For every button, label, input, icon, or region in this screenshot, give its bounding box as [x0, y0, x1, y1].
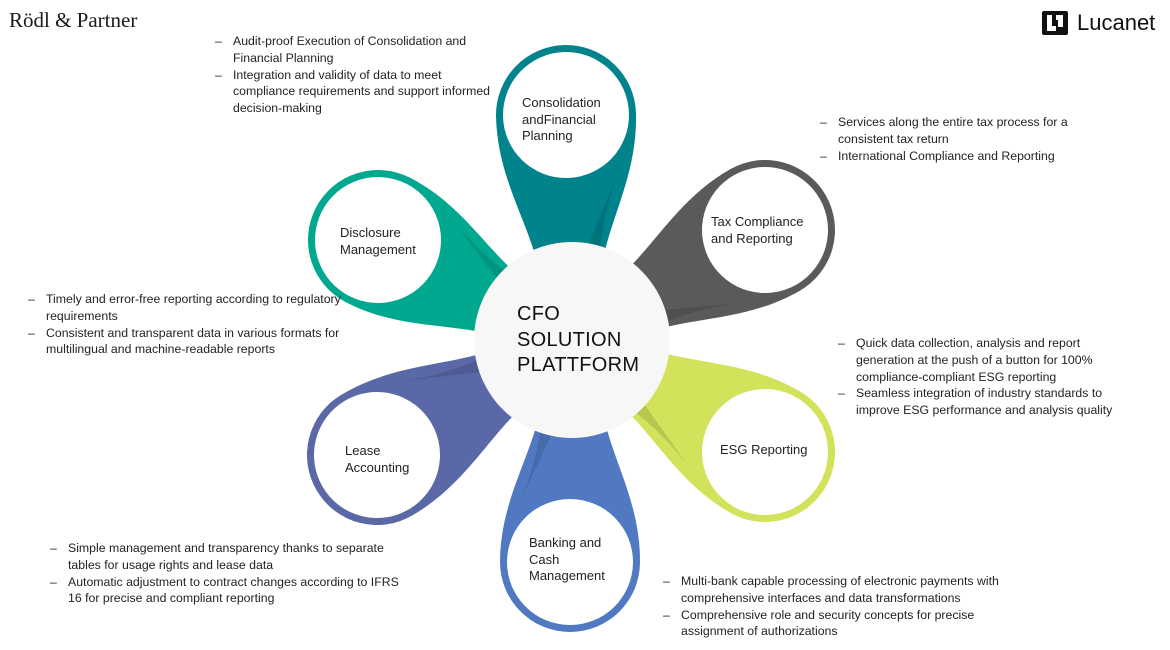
bullet-item: Quick data collection, analysis and repo… [838, 335, 1138, 385]
petal-inner-circle [314, 392, 440, 518]
bullet-item: Services along the entire tax process fo… [820, 114, 1090, 148]
center-circle [474, 242, 670, 438]
bullet-item: International Compliance and Reporting [820, 148, 1090, 165]
bullet-item: Automatic adjustment to contract changes… [50, 574, 410, 608]
petal-label-banking: Banking and Cash Management [529, 535, 605, 583]
petal-banking [500, 379, 640, 632]
bullet-item: Comprehensive role and security concepts… [663, 607, 1013, 641]
bullet-item: Integration and validity of data to meet… [215, 67, 490, 117]
lucanet-mark-icon [1042, 11, 1068, 35]
bullet-item: Multi-bank capable processing of electro… [663, 573, 1013, 607]
bullet-item: Consistent and transparent data in vario… [28, 325, 343, 359]
petal-label-lease: Lease Accounting [345, 443, 410, 475]
bullets-consolidation: Audit-proof Execution of Consolidation a… [215, 33, 490, 117]
bullets-banking: Multi-bank capable processing of electro… [663, 573, 1013, 640]
petal-inner-circle [315, 177, 441, 303]
center-line: CFO [517, 303, 561, 325]
petal-consolidation [496, 45, 636, 301]
bullets-disclosure: Timely and error-free reporting accordin… [28, 291, 343, 358]
roedl-partner-logo: Rödl & Partner [9, 8, 138, 32]
bullet-item: Audit-proof Execution of Consolidation a… [215, 33, 490, 67]
bullets-esg: Quick data collection, analysis and repo… [838, 335, 1138, 419]
petal-label-tax: Tax Compliance and Reporting [711, 214, 804, 246]
lucanet-wordmark: Lucanet [1077, 10, 1156, 35]
petal-label-disclosure: Disclosure Management [340, 225, 416, 257]
bullet-item: Seamless integration of industry standar… [838, 385, 1138, 419]
bullet-item: Simple management and transparency thank… [50, 540, 410, 574]
petal-label-consolidation: Consolidation andFinancial Planning [522, 95, 601, 143]
bullets-lease: Simple management and transparency thank… [50, 540, 410, 607]
center-line: PLATTFORM [517, 354, 640, 376]
petal-inner-circle [702, 389, 828, 515]
petal-inner-circle [702, 167, 828, 293]
bullet-item: Timely and error-free reporting accordin… [28, 291, 343, 325]
center-line: SOLUTION [517, 328, 622, 351]
center-title: CFO SOLUTION PLATTFORM [517, 302, 639, 379]
petal-inner-circle [507, 499, 633, 625]
bullets-tax: Services along the entire tax process fo… [820, 114, 1090, 164]
lucanet-logo: Lucanet [1042, 10, 1155, 36]
petal-label-esg: ESG Reporting [720, 442, 808, 457]
petal-inner-circle [503, 51, 629, 178]
